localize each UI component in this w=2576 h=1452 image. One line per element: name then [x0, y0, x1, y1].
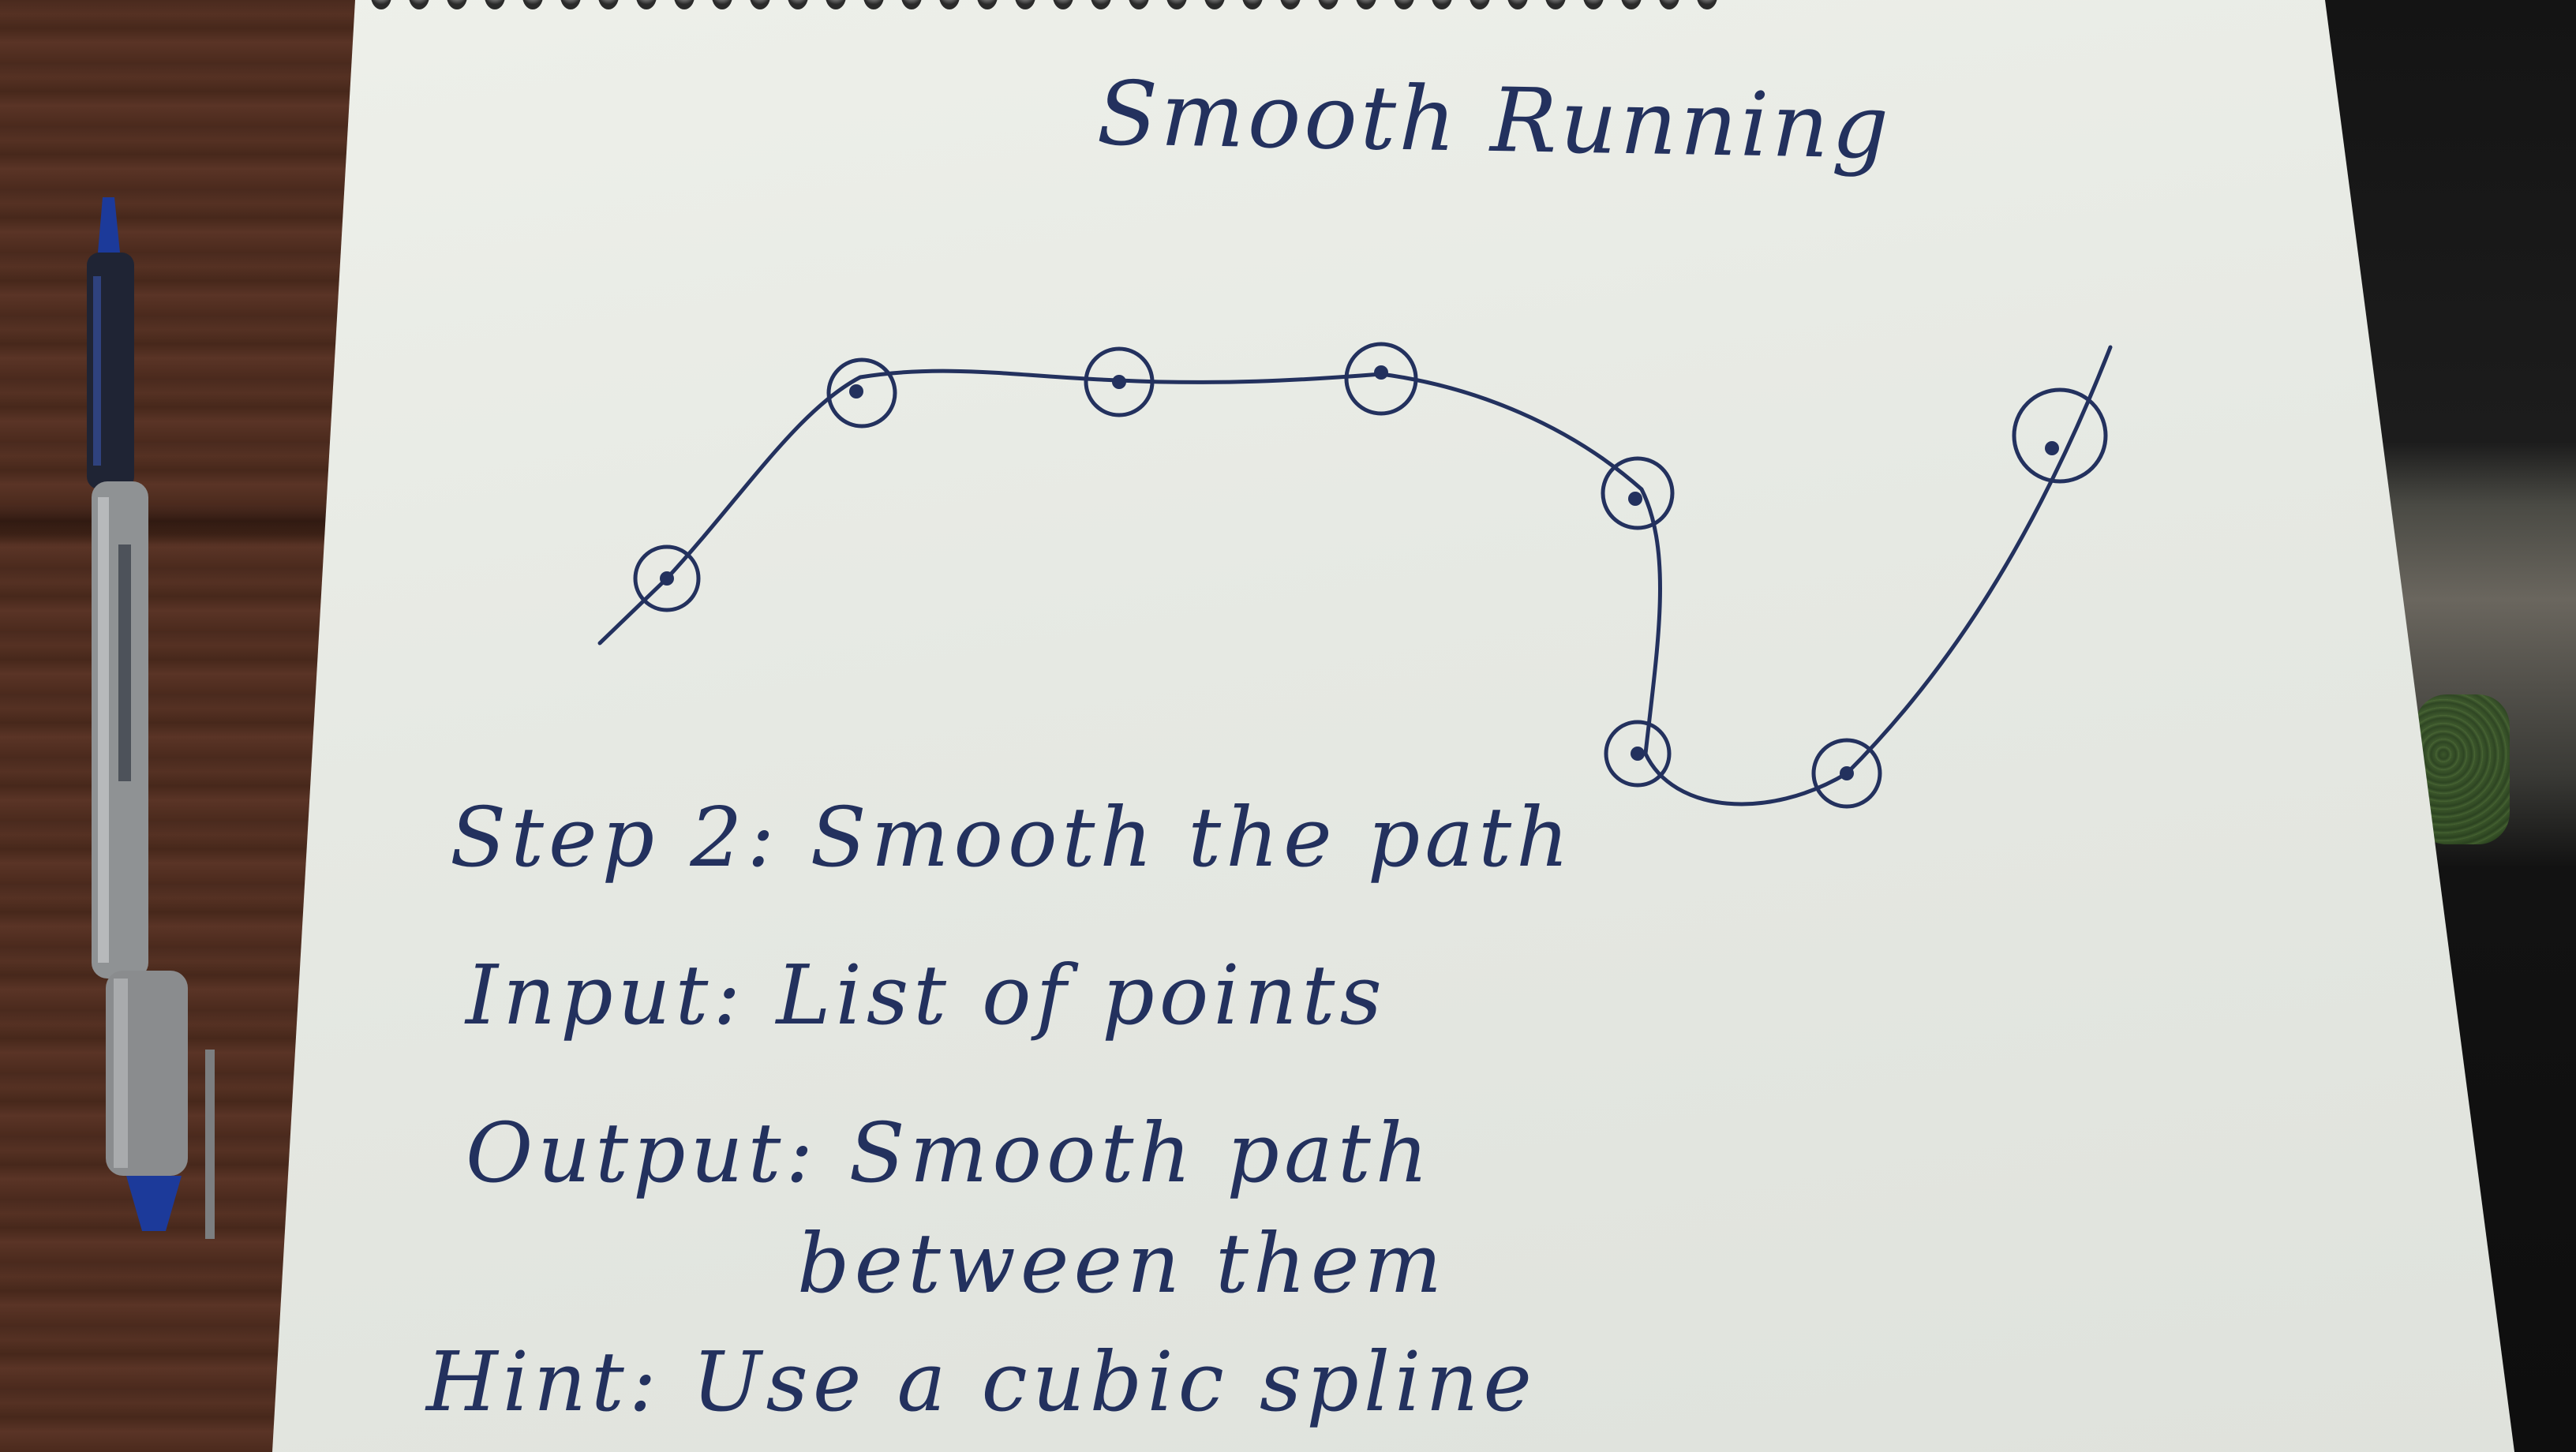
spiral-ring: [788, 0, 808, 9]
spiral-ring: [1129, 0, 1149, 9]
spiral-ring: [636, 0, 657, 9]
spiral-ring: [901, 0, 922, 9]
control-point: [660, 571, 674, 586]
smooth-path: [597, 345, 2113, 806]
spiral-ring: [712, 0, 732, 9]
control-point-ring: [826, 357, 897, 428]
spiral-ring: [1394, 0, 1414, 9]
spiral-ring: [750, 0, 770, 9]
spiral-ring: [598, 0, 619, 9]
spiral-ring: [1204, 0, 1225, 9]
output-text-continued: between them: [797, 1215, 1447, 1312]
spiral-ring: [1280, 0, 1301, 9]
spiral-ring: [1470, 0, 1490, 9]
spiral-ring: [371, 0, 391, 9]
output-text: Output: Smooth path: [466, 1105, 1433, 1201]
spiral-ring: [1583, 0, 1604, 9]
control-point: [849, 384, 863, 399]
spiral-ring: [1356, 0, 1376, 9]
control-point: [1631, 747, 1645, 761]
spiral-ring: [1242, 0, 1263, 9]
spiral-ring: [1053, 0, 1073, 9]
spiral-ring: [1318, 0, 1339, 9]
control-point-ring: [1601, 456, 1675, 530]
spiral-ring: [1091, 0, 1111, 9]
control-point-ring: [2012, 387, 2108, 484]
spiral-ring: [1507, 0, 1528, 9]
control-point: [1628, 492, 1642, 506]
control-point-ring: [1811, 738, 1882, 809]
control-point-ring: [633, 544, 701, 612]
hint-text: Hint: Use a cubic spline: [426, 1334, 1537, 1430]
spiral-ring: [1659, 0, 1679, 9]
spiral-ring: [977, 0, 998, 9]
spiral-ring: [863, 0, 884, 9]
spiral-ring: [560, 0, 581, 9]
spiral-ring: [1166, 0, 1187, 9]
spiral-ring: [1015, 0, 1035, 9]
spiral-ring: [447, 0, 467, 9]
spiral-ring: [1545, 0, 1566, 9]
spiral-ring: [409, 0, 429, 9]
spiral-ring: [826, 0, 846, 9]
step-text: Step 2: Smooth the path: [450, 789, 1574, 885]
input-text: Input: List of points: [466, 947, 1387, 1043]
control-point: [1374, 365, 1388, 380]
control-point-ring: [1604, 720, 1672, 788]
control-point-ring: [1344, 342, 1418, 416]
control-point: [1112, 375, 1126, 389]
spiral-ring: [1697, 0, 1717, 9]
pen-icon: [87, 197, 215, 1239]
spiral-ring: [485, 0, 505, 9]
spiral-binding: [371, 0, 1728, 21]
control-point: [2045, 441, 2059, 455]
spiral-ring: [1432, 0, 1452, 9]
spiral-ring: [1621, 0, 1642, 9]
spiral-ring: [522, 0, 543, 9]
spiral-ring: [939, 0, 960, 9]
page-title: Smooth Running: [1095, 62, 1893, 179]
control-point-ring: [1084, 346, 1155, 417]
spiral-ring: [674, 0, 695, 9]
control-point: [1840, 766, 1854, 780]
